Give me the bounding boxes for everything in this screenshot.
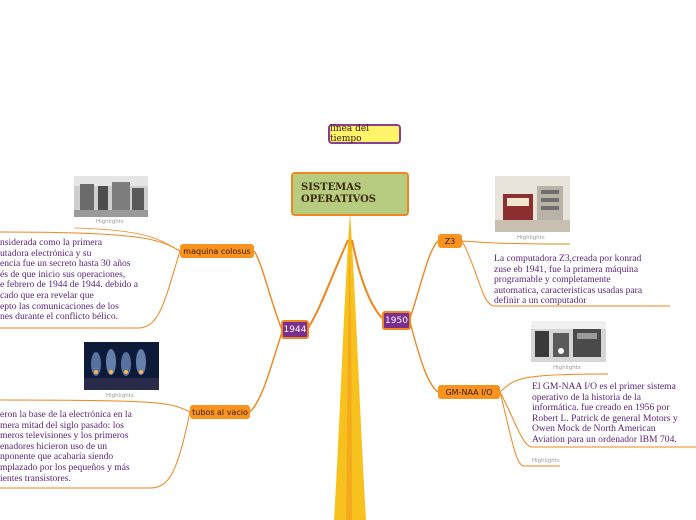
branch-1950-gmnaa — [409, 321, 439, 393]
branch-1944-maquina — [253, 250, 283, 331]
leaf-maquina-pic — [73, 227, 181, 252]
leaf-gm-pic — [499, 373, 609, 393]
maquina-colosus-description: nsiderada como la primera utadora electr… — [0, 237, 138, 323]
branch-1950-z3 — [409, 240, 439, 319]
trunk-highlight — [346, 220, 352, 520]
ibm-704-image — [531, 321, 606, 362]
leaf-z3-pic — [461, 240, 571, 245]
branch-to-1944 — [307, 239, 349, 329]
colossus-machine-image — [74, 176, 148, 217]
topic-node-gm-naa-io[interactable]: GM-NAA I/O — [438, 385, 500, 399]
z3-description: La computadora Z3,creada por konrad zuse… — [494, 253, 643, 307]
title-label: linea del tiempo — [330, 124, 370, 144]
highlights-label-maquina: Highlights — [96, 219, 124, 225]
highlights-label-z3: Highlights — [517, 235, 545, 241]
root-label: SISTEMAS OPERATIVOS — [301, 182, 377, 205]
vacuum-tubes-image — [84, 342, 159, 390]
title-node[interactable]: linea del tiempo — [328, 124, 401, 144]
year-node-1950[interactable]: 1950 — [382, 311, 411, 330]
leaf-maquina-under — [0, 250, 181, 329]
topic-node-tubos-al-vacio[interactable]: tubos al vacio — [190, 405, 250, 419]
topic-node-maquina-colosus[interactable]: maquina colosus — [180, 244, 254, 258]
highlights-label-gm-extra: Highlights — [532, 458, 560, 464]
leaf-tubos-top — [0, 399, 191, 413]
highlights-label-tubos: Highlights — [106, 393, 134, 399]
branch-to-1950 — [351, 239, 383, 319]
year-node-1944[interactable]: 1944 — [281, 320, 309, 339]
leaf-tubos-under — [0, 411, 191, 489]
leaf-gm-hl — [499, 391, 560, 467]
topic-node-z3[interactable]: Z3 — [438, 234, 462, 248]
root-node[interactable]: SISTEMAS OPERATIVOS — [291, 172, 409, 216]
z3-computer-image — [495, 176, 570, 232]
highlights-label-gm: Highlights — [553, 365, 581, 371]
tubos-al-vacio-description: eron la base de la electrónica en la mer… — [0, 409, 132, 484]
gm-naa-io-description: El GM-NAA I/O es el primer sistema opera… — [532, 381, 678, 445]
branch-1944-tubos — [249, 331, 283, 413]
leaf-gm-text — [499, 391, 696, 448]
leaf-z3-under — [461, 240, 670, 307]
